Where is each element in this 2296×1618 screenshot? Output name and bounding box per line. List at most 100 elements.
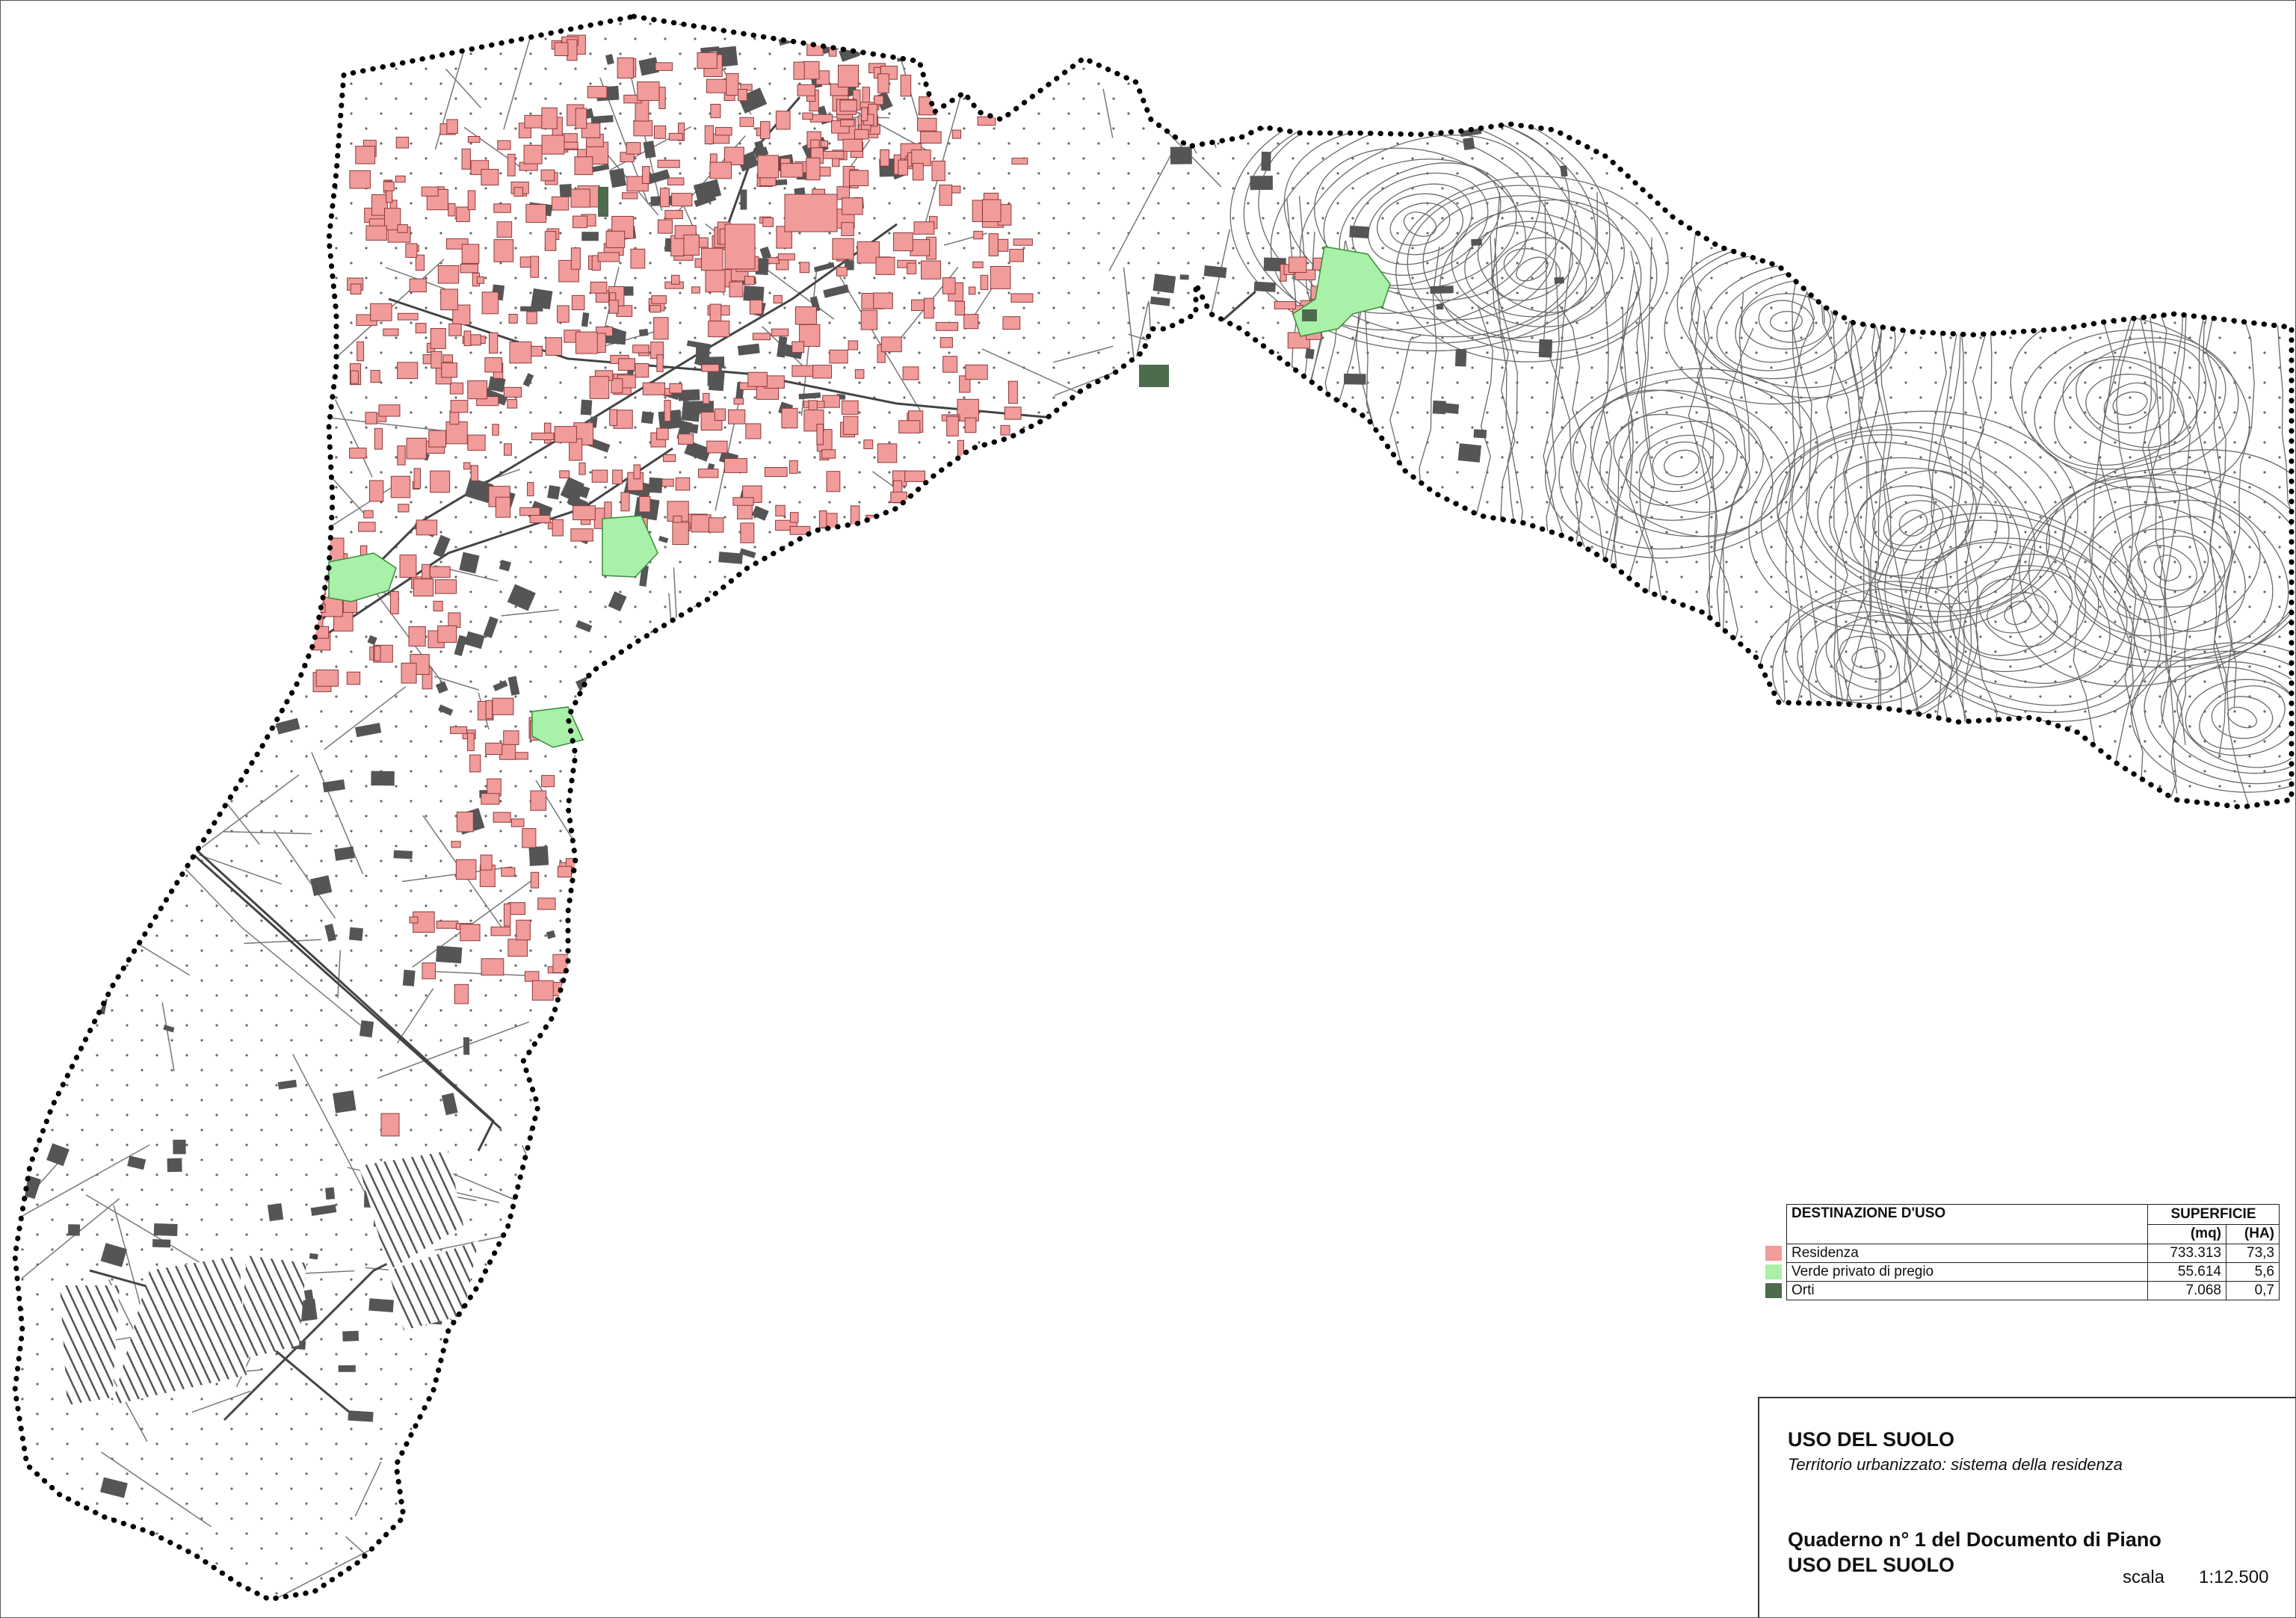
parcel-line bbox=[139, 505, 154, 581]
residenza-block bbox=[764, 467, 788, 478]
residenza-block bbox=[653, 317, 669, 340]
building bbox=[499, 559, 511, 572]
residenza-block bbox=[789, 512, 799, 523]
contour-line bbox=[1769, 310, 1803, 333]
verde-privato-areas[interactable] bbox=[328, 246, 1391, 748]
residenza-block bbox=[655, 62, 673, 71]
residenza-block bbox=[775, 111, 791, 130]
residenza-block bbox=[622, 192, 638, 200]
parcel-line bbox=[161, 1002, 175, 1072]
residenza-block bbox=[541, 775, 555, 788]
contour-line bbox=[1829, 467, 1998, 579]
parcel-line bbox=[101, 1451, 212, 1528]
building bbox=[1339, 593, 1363, 618]
building bbox=[97, 921, 124, 936]
building bbox=[560, 477, 584, 503]
building bbox=[646, 169, 670, 185]
legend-row-orti: Orti 7.068 0,7 bbox=[1765, 1281, 2280, 1300]
residenza-block bbox=[510, 818, 525, 827]
parcel-line bbox=[761, 1075, 824, 1097]
parcel-line bbox=[191, 1390, 251, 1413]
contour-line bbox=[1758, 300, 1815, 343]
residenza-block bbox=[481, 169, 499, 186]
residenza-block bbox=[738, 88, 747, 102]
contour-line bbox=[1898, 510, 1928, 537]
residenza-block bbox=[409, 278, 427, 293]
parcel-line bbox=[1137, 555, 1167, 590]
building bbox=[153, 1223, 178, 1237]
building bbox=[743, 285, 765, 302]
parcel-line bbox=[629, 71, 663, 211]
residenza-block bbox=[450, 400, 469, 413]
residenza-block bbox=[469, 754, 481, 773]
residenza-block bbox=[708, 517, 724, 533]
contour-line bbox=[1590, 389, 1774, 537]
parcel-line bbox=[1179, 1387, 1210, 1422]
residenza-block bbox=[874, 95, 884, 105]
building bbox=[752, 0, 780, 7]
parcel-line bbox=[858, 797, 892, 855]
residenza-block bbox=[1000, 424, 1010, 436]
contour-line bbox=[1774, 194, 1815, 738]
building bbox=[608, 591, 627, 612]
building bbox=[1183, 750, 1204, 774]
parcel-line bbox=[898, 546, 945, 620]
residenza-block bbox=[413, 578, 434, 597]
parcel-line bbox=[85, 1194, 219, 1274]
contour-line bbox=[2161, 302, 2205, 825]
residenza-block bbox=[437, 265, 460, 284]
residenza-block bbox=[657, 219, 673, 234]
building bbox=[15, 1103, 22, 1130]
contour-line bbox=[1376, 193, 1464, 256]
residenza-block bbox=[875, 256, 895, 275]
parcel-line bbox=[1164, 571, 1177, 611]
building bbox=[267, 1202, 284, 1222]
building bbox=[704, 1267, 729, 1288]
building bbox=[1261, 151, 1271, 171]
parcel-line bbox=[53, 1520, 152, 1599]
residenza-block bbox=[448, 323, 462, 336]
residenza-block bbox=[448, 612, 461, 629]
residenza-block bbox=[816, 424, 824, 445]
building bbox=[581, 232, 599, 241]
residenza-block bbox=[537, 898, 556, 910]
building bbox=[653, 1069, 680, 1088]
residenza-block bbox=[509, 341, 532, 364]
building bbox=[721, 1120, 746, 1139]
parcel-line bbox=[1152, 936, 1271, 991]
residenza-block bbox=[1004, 407, 1022, 420]
parcel-line bbox=[1126, 1037, 1153, 1135]
residenza-block bbox=[552, 519, 564, 537]
parcel-line bbox=[863, 1161, 906, 1191]
building bbox=[1473, 429, 1487, 439]
building bbox=[333, 1090, 357, 1114]
contour-line bbox=[2061, 485, 2274, 651]
contour-line bbox=[1872, 494, 1954, 552]
residenza-block bbox=[637, 81, 660, 101]
residenza-block bbox=[675, 477, 691, 491]
contour-line bbox=[2021, 329, 2239, 478]
residenza-block bbox=[493, 812, 511, 823]
residenza-block bbox=[409, 916, 419, 924]
contour-line bbox=[1821, 271, 1880, 705]
building bbox=[1432, 400, 1446, 415]
residenza-block bbox=[749, 299, 763, 315]
residenza-block bbox=[832, 238, 854, 260]
parcel-line bbox=[396, 988, 434, 1044]
residenza-block bbox=[463, 330, 472, 347]
residenza-block bbox=[715, 127, 732, 136]
residenza-block bbox=[854, 129, 869, 140]
legend-mq: 55.614 bbox=[2147, 1262, 2226, 1282]
parcel-line bbox=[1223, 909, 1324, 950]
orti-areas[interactable] bbox=[598, 187, 1317, 387]
residenza-block bbox=[363, 510, 374, 519]
residenza-block bbox=[939, 185, 953, 206]
contour-line bbox=[1817, 457, 2010, 590]
contour-line bbox=[1883, 500, 1944, 546]
building bbox=[1232, 915, 1250, 927]
parcel-line bbox=[547, 1276, 646, 1380]
building bbox=[78, 785, 94, 806]
contour-line bbox=[2176, 667, 2292, 768]
residenza-block bbox=[821, 449, 836, 459]
